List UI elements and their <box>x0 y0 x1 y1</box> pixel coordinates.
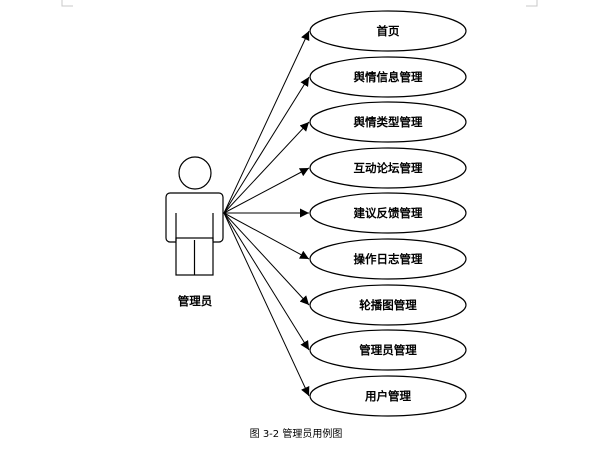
use-case-label: 轮播图管理 <box>359 298 417 312</box>
use-case-ellipse <box>309 147 467 189</box>
actor-head <box>178 156 212 190</box>
use-case-label: 用户管理 <box>364 389 411 403</box>
use-case-ellipse <box>309 56 467 98</box>
actor-figure <box>165 156 224 276</box>
use-case-ellipse <box>309 375 467 417</box>
use-case: 操作日志管理 <box>309 238 467 280</box>
association-arrow <box>223 121 310 214</box>
use-case-ellipse <box>309 284 467 326</box>
use-case-ellipse <box>309 10 467 52</box>
use-case-label: 舆情类型管理 <box>354 115 423 129</box>
figure-caption: 图 3-2 管理员用例图 <box>250 427 343 440</box>
use-case-ellipse <box>309 329 467 371</box>
actor-body <box>165 192 224 243</box>
association-arrow <box>223 212 310 351</box>
use-case-label: 管理员管理 <box>359 343 417 357</box>
association-arrow <box>223 212 310 397</box>
use-case: 舆情类型管理 <box>309 101 467 143</box>
use-case: 建议反馈管理 <box>309 192 467 234</box>
association-arrow <box>223 30 310 214</box>
use-case: 互动论坛管理 <box>309 147 467 189</box>
association-arrows <box>223 30 310 397</box>
use-case: 管理员管理 <box>309 329 467 371</box>
association-arrow <box>223 167 310 214</box>
use-case-ellipse <box>309 192 467 234</box>
use-case: 用户管理 <box>309 375 467 417</box>
page-corner-marks <box>61 0 538 7</box>
association-arrow <box>223 76 310 214</box>
use-case-label: 互动论坛管理 <box>354 161 423 175</box>
use-cases: 首页舆情信息管理舆情类型管理互动论坛管理建议反馈管理操作日志管理轮播图管理管理员… <box>309 10 467 417</box>
actor-label: 管理员 <box>178 294 213 308</box>
use-case: 轮播图管理 <box>309 284 467 326</box>
use-case-label: 操作日志管理 <box>354 252 423 266</box>
use-case-label: 建议反馈管理 <box>354 206 423 220</box>
use-case-ellipse <box>309 101 467 143</box>
use-case-label: 舆情信息管理 <box>354 70 423 84</box>
use-case-label: 首页 <box>377 24 400 38</box>
use-case-ellipse <box>309 238 467 280</box>
association-arrow <box>223 212 310 306</box>
use-case: 舆情信息管理 <box>309 56 467 98</box>
association-arrow <box>223 212 310 260</box>
use-case: 首页 <box>309 10 467 52</box>
